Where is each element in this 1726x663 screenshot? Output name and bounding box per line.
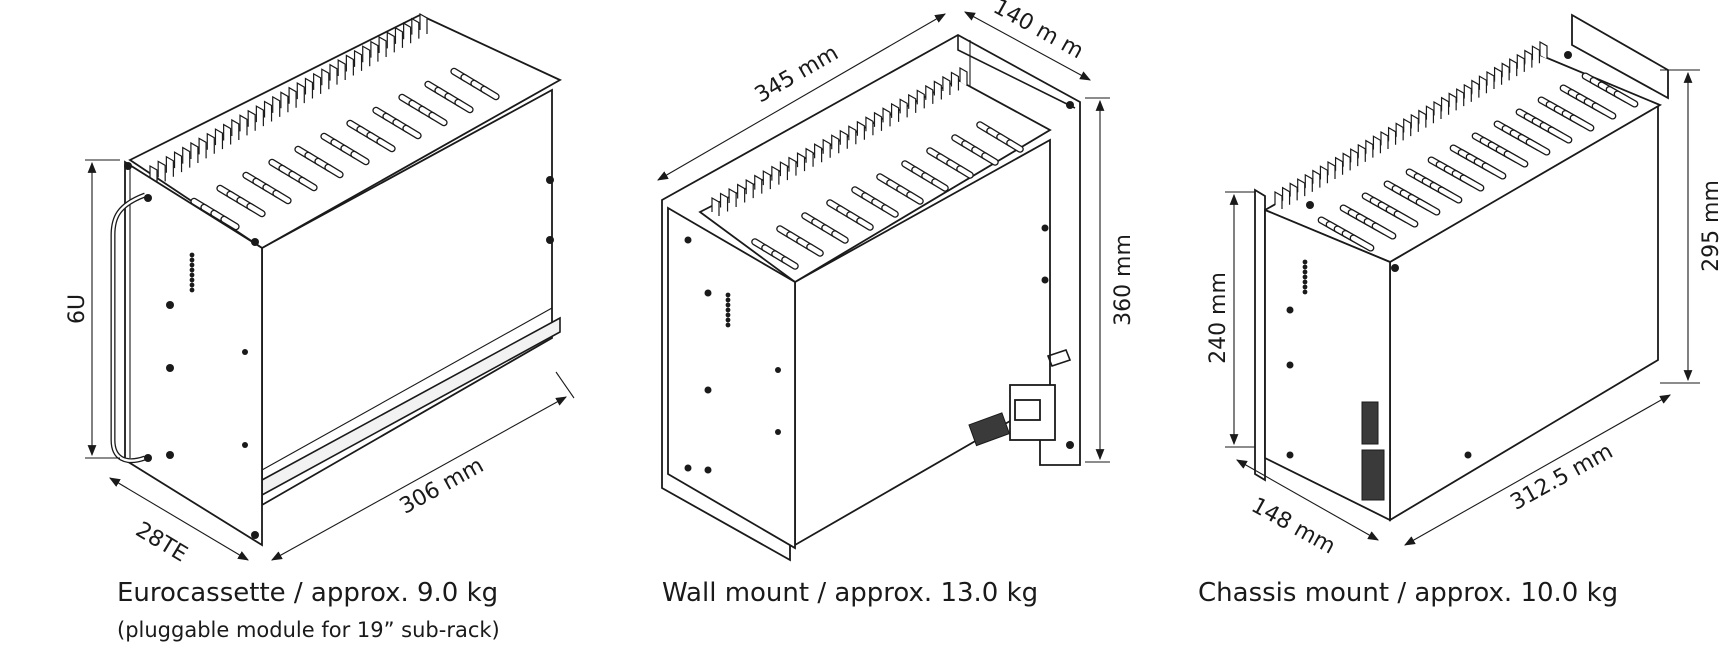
eurocassette-drawing: 6U 28TE 306 mm	[65, 12, 575, 567]
chassis-front-flange	[1254, 188, 1266, 482]
wall-mount-caption: Wall mount / approx. 13.0 kg	[662, 578, 1039, 608]
eurocassette-height-label: 6U	[65, 294, 90, 324]
chassis-connector-top	[1361, 401, 1379, 445]
eurocassette-led-column	[189, 252, 195, 293]
chassis-led-column	[1302, 259, 1308, 295]
chassis-front-height-label: 240 mm	[1206, 272, 1231, 364]
chassis-fins	[1274, 40, 1548, 209]
eurocassette-depth-label: 306 mm	[396, 453, 488, 519]
chassis-width-dimension	[1236, 459, 1379, 541]
eurocassette-top-slots	[190, 67, 500, 231]
eurocassette-front-panel	[124, 160, 263, 547]
wall-mount-gland	[1046, 349, 1072, 367]
wall-height-label: 360 mm	[1111, 234, 1136, 326]
chassis-width-label: 148 mm	[1247, 493, 1339, 559]
chassis-rear-height-label: 295 mm	[1699, 180, 1724, 272]
chassis-mount-caption: Chassis mount / approx. 10.0 kg	[1198, 578, 1619, 608]
eurocassette-depth-dimension	[271, 396, 567, 561]
chassis-mount-drawing: 240 mm 295 mm 148 mm 312.5 mm	[1206, 13, 1724, 560]
wall-width-label: 140 m m	[989, 0, 1088, 64]
chassis-connector-bottom	[1361, 449, 1385, 501]
chassis-front-panel	[1264, 208, 1391, 522]
chassis-depth-label: 312.5 mm	[1506, 439, 1617, 516]
wall-mount-led-column	[725, 292, 731, 328]
eurocassette-width-label: 28TE	[131, 517, 191, 567]
eurocassette-caption: Eurocassette / approx. 9.0 kg	[117, 578, 499, 608]
eurocassette-subcaption: (pluggable module for 19” sub-rack)	[117, 618, 500, 642]
chassis-top-slots	[1317, 72, 1639, 252]
wall-mount-front-panel	[667, 206, 796, 550]
wall-depth-dimension	[657, 13, 946, 181]
chassis-depth-dimension	[1404, 394, 1671, 546]
wall-mount-drawing: 345 mm 140 m m 360 mm	[657, 0, 1136, 562]
wall-depth-label: 345 mm	[751, 41, 843, 109]
wall-mount-connector	[968, 412, 1011, 447]
wall-width-dimension	[964, 11, 1091, 81]
eurocassette-width-dimension	[109, 477, 249, 561]
chassis-rear-flange	[1571, 13, 1669, 100]
